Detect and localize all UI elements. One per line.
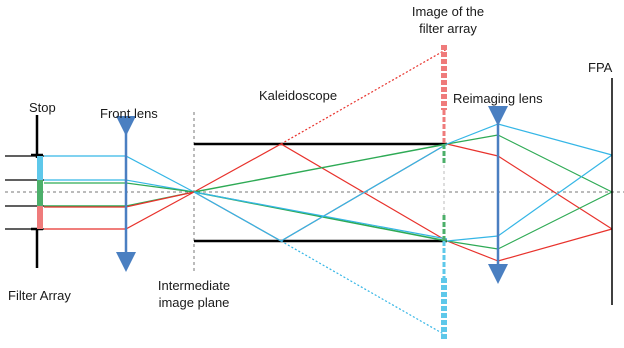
- filter-array-label: Filter Array: [8, 288, 71, 303]
- virtual-ray-cyan: [280, 240, 448, 337]
- image-of-filter-array-label: Image of the filter array: [402, 3, 494, 37]
- filter-array: [37, 156, 43, 229]
- rays-to-reimaging-lens: [446, 123, 499, 262]
- reimaging-lens-label: Reimaging lens: [453, 91, 543, 106]
- front-lens-label: Front lens: [100, 106, 158, 121]
- stop-aperture: [31, 115, 43, 268]
- image-of-filter-array-label-line2: filter array: [419, 21, 477, 36]
- rays-to-fpa: [497, 123, 613, 262]
- image-of-filter-array-label-line1: Image of the: [411, 4, 485, 19]
- fpa-label: FPA: [588, 60, 613, 75]
- rays-to-front-lens: [44, 155, 126, 230]
- intermediate-image-plane-label: Intermediate image plane: [148, 277, 240, 311]
- intermediate-image-plane-label-line2: image plane: [158, 295, 230, 310]
- rays-to-focus: [125, 155, 195, 230]
- kaleidoscope-label: Kaleidoscope: [259, 88, 338, 103]
- stop-label: Stop: [29, 100, 56, 115]
- intermediate-image-plane-label-line1: Intermediate: [157, 278, 231, 293]
